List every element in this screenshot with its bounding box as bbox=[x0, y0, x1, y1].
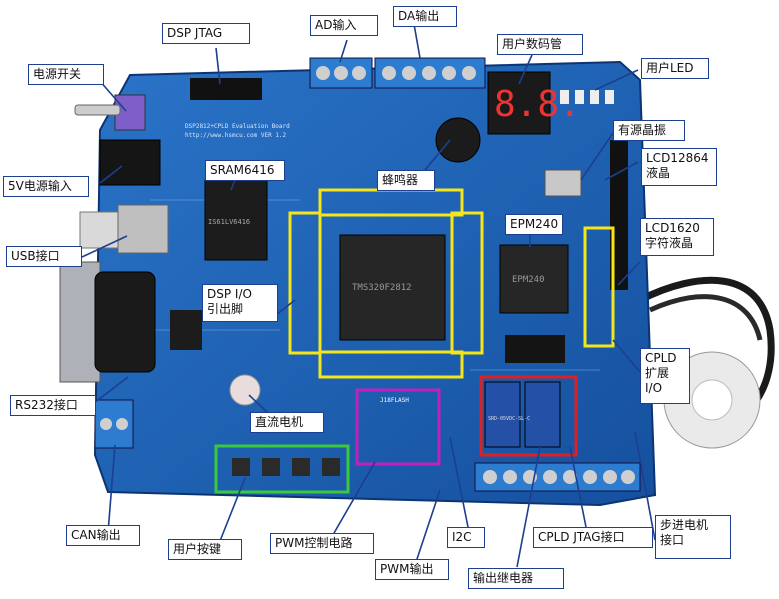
label-i2c: I2C bbox=[447, 527, 485, 548]
label-lcd1620: LCD1620 字符液晶 bbox=[640, 218, 714, 256]
cpld-chip-text: EPM240 bbox=[512, 275, 545, 285]
label-lcd12864-line1: LCD12864 bbox=[646, 151, 709, 165]
label-stepper: 步进电机 接口 bbox=[655, 515, 731, 559]
label-dc-motor: 直流电机 bbox=[250, 412, 324, 433]
label-da-output: DA输出 bbox=[393, 6, 457, 27]
board-url-text: http://www.hsmcu.com VER 1.2 bbox=[185, 132, 287, 139]
user-led-part bbox=[560, 90, 614, 104]
leader-lines bbox=[81, 23, 656, 569]
output-terminal-part bbox=[474, 462, 641, 492]
max232-part bbox=[170, 310, 202, 350]
label-lcd12864: LCD12864 液晶 bbox=[641, 148, 717, 186]
label-sram: SRAM6416 bbox=[205, 160, 285, 181]
label-user-7seg: 用户数码管 bbox=[497, 34, 583, 55]
label-user-keys: 用户按键 bbox=[168, 539, 242, 560]
label-rs232: RS232接口 bbox=[10, 395, 96, 416]
label-stepper-line1: 步进电机 bbox=[660, 518, 709, 532]
flash-text: J18FLASH bbox=[380, 397, 409, 404]
user-keys-highlight bbox=[214, 444, 350, 494]
label-cpld-ext-line3: I/O bbox=[645, 381, 663, 395]
cpld-io-highlight bbox=[583, 226, 615, 348]
label-dsp-io: DSP I/O 引出脚 bbox=[202, 284, 278, 322]
label-cpld-ext-line2: 扩展 bbox=[645, 366, 670, 380]
label-dsp-io-line2: 引出脚 bbox=[207, 302, 244, 316]
relay-part: SRD-05VDC-SL-C bbox=[484, 381, 561, 448]
label-relay-out: 输出继电器 bbox=[468, 568, 564, 589]
buzzer-part bbox=[435, 117, 481, 163]
label-active-crystal: 有源晶振 bbox=[613, 120, 685, 141]
label-buzzer: 蜂鸣器 bbox=[377, 170, 435, 191]
power-switch-part bbox=[74, 94, 146, 131]
can-terminal-part bbox=[94, 399, 134, 449]
label-user-led: 用户LED bbox=[641, 58, 709, 79]
sram-chip-part: IS61LV6416 bbox=[204, 179, 268, 261]
usb-connector-part bbox=[79, 204, 169, 254]
user-key-part bbox=[232, 458, 340, 476]
dsp-chip-part: TMS320F2812 bbox=[339, 234, 446, 341]
sram-chip-text: IS61LV6416 bbox=[208, 218, 250, 226]
label-lcd12864-line2: 液晶 bbox=[646, 166, 671, 180]
label-usb: USB接口 bbox=[6, 246, 82, 267]
label-ad-input: AD输入 bbox=[310, 15, 378, 36]
label-can: CAN输出 bbox=[66, 525, 140, 546]
ad-terminal-part bbox=[309, 57, 373, 89]
cpld-chip-part: EPM240 bbox=[499, 244, 569, 314]
label-5v-power: 5V电源输入 bbox=[3, 176, 89, 197]
pwm-circuit-highlight bbox=[355, 388, 441, 466]
label-cpld-ext-io: CPLD 扩展 I/O bbox=[640, 348, 690, 404]
label-lcd1620-line2: 字符液晶 bbox=[645, 236, 694, 250]
label-pwm-out: PWM输出 bbox=[375, 559, 449, 580]
dsp-chip-text: TMS320F2812 bbox=[352, 283, 412, 293]
label-lcd1620-line1: LCD1620 bbox=[645, 221, 700, 235]
board-title-text: DSP2812+CPLD Evaluation Board bbox=[185, 123, 290, 130]
relay-highlight bbox=[479, 375, 578, 457]
jtag-header-part bbox=[190, 78, 262, 100]
db9-connector-part bbox=[59, 261, 156, 383]
relay-text: SRD-05VDC-SL-C bbox=[488, 416, 530, 422]
label-pwm-circuit: PWM控制电路 bbox=[270, 533, 374, 554]
label-stepper-line2: 接口 bbox=[660, 533, 685, 547]
crystal-part bbox=[544, 169, 582, 197]
label-dsp-io-line1: DSP I/O bbox=[207, 287, 252, 301]
cpld-jtag-header-part bbox=[505, 335, 565, 363]
dsp-io-highlight bbox=[288, 188, 484, 379]
label-power-switch: 电源开关 bbox=[28, 64, 104, 85]
label-dsp-jtag: DSP JTAG bbox=[162, 23, 250, 44]
label-cpld-ext-line1: CPLD bbox=[645, 351, 677, 365]
dc-jack-part bbox=[99, 139, 161, 186]
label-cpld-jtag: CPLD JTAG接口 bbox=[533, 527, 653, 548]
label-epm240: EPM240 bbox=[505, 214, 563, 235]
da-terminal-part bbox=[374, 57, 486, 89]
